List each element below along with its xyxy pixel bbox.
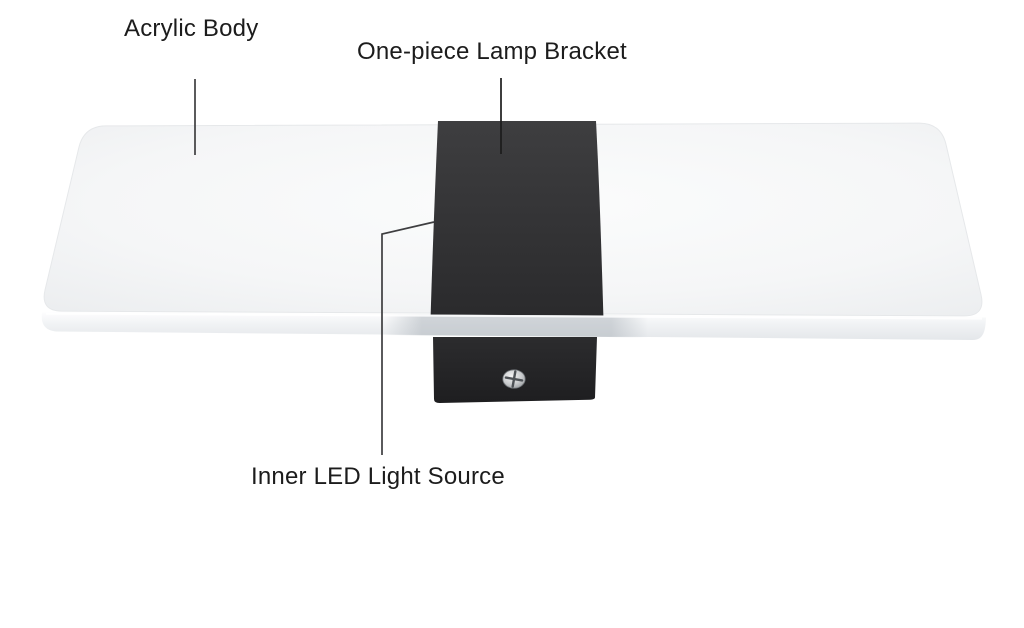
acrylic-body-label: Acrylic Body <box>124 15 259 42</box>
acrylic-edge-highlight <box>45 312 983 320</box>
led-source-label: Inner LED Light Source <box>251 463 505 490</box>
acrylic-edge-glow-zone <box>385 314 648 338</box>
lamp-bracket-label: One-piece Lamp Bracket <box>357 38 627 65</box>
mounting-screw <box>502 369 526 389</box>
screw-cross-slot-icon <box>504 370 524 388</box>
led-source-leader-line <box>381 221 435 455</box>
lamp-bracket-upper <box>430 121 604 320</box>
